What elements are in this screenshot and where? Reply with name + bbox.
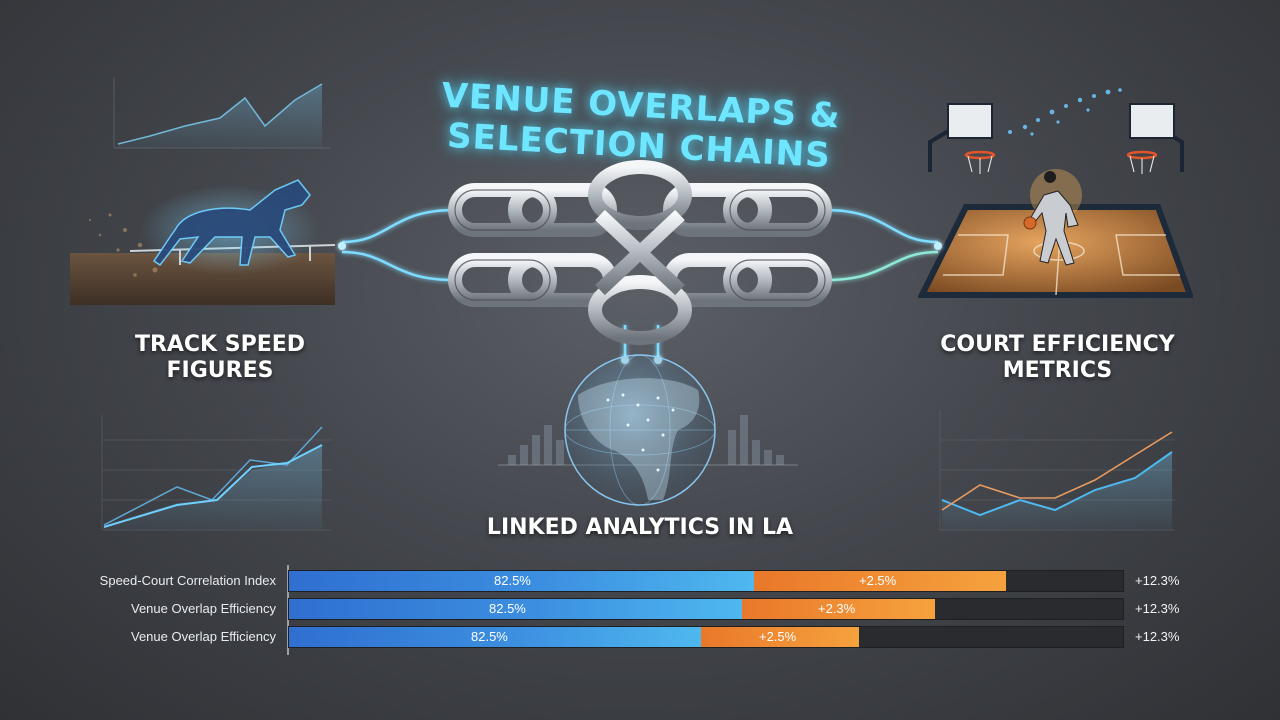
bar-track: 82.5% +2.5% [288, 626, 1124, 648]
bar-row: Venue Overlap Efficiency 82.5% +2.5% +12… [0, 626, 1280, 648]
bar-label: Speed-Court Correlation Index [99, 573, 276, 588]
bar-orange-value: +2.5% [859, 573, 897, 588]
court-efficiency-label-line2: METRICS [1002, 358, 1113, 383]
top-left-bg-chart [113, 78, 330, 149]
bar-orange-value: +2.5% [759, 629, 797, 644]
bar-label: Venue Overlap Efficiency [130, 601, 276, 616]
court-efficiency-label: COURT EFFICIENCY METRICS [930, 332, 1185, 384]
track-speed-label-line2: FIGURES [166, 358, 274, 383]
horse-icon [70, 179, 335, 305]
chain-icon [338, 160, 942, 364]
bottom-right-bg-chart [939, 410, 1175, 531]
basketball-hoop-icon [928, 88, 1184, 174]
bar-delta: +12.3% [1135, 629, 1180, 644]
bar-orange-segment: +2.5% [754, 571, 1006, 591]
bar-orange-segment: +2.5% [701, 627, 859, 647]
bar-blue-segment: 82.5% [289, 627, 701, 647]
bottom-left-bg-chart [101, 415, 332, 531]
globe-icon [498, 354, 798, 506]
bar-label: Venue Overlap Efficiency [130, 629, 276, 644]
basketball-court-icon [918, 169, 1193, 298]
track-speed-label: TRACK SPEED FIGURES [100, 332, 340, 384]
bar-blue-value: 82.5% [489, 601, 526, 616]
bar-orange-segment: +2.3% [742, 599, 935, 619]
bar-blue-segment: 82.5% [289, 599, 742, 619]
track-speed-label-line1: TRACK SPEED [134, 332, 306, 357]
bar-delta: +12.3% [1135, 601, 1180, 616]
metrics-bars: Speed-Court Correlation Index 82.5% +2.5… [0, 560, 1280, 660]
bar-orange-value: +2.3% [818, 601, 856, 616]
bar-row: Venue Overlap Efficiency 82.5% +2.3% +12… [0, 598, 1280, 620]
bar-blue-value: 82.5% [494, 573, 531, 588]
bar-row: Speed-Court Correlation Index 82.5% +2.5… [0, 570, 1280, 592]
linked-analytics-label: LINKED ANALYTICS IN LA [486, 515, 794, 540]
court-efficiency-label-line1: COURT EFFICIENCY [940, 332, 1175, 357]
bar-track: 82.5% +2.5% [288, 570, 1124, 592]
bar-delta: +12.3% [1135, 573, 1180, 588]
bar-track: 82.5% +2.3% [288, 598, 1124, 620]
bar-blue-segment: 82.5% [289, 571, 754, 591]
bar-blue-value: 82.5% [471, 629, 508, 644]
